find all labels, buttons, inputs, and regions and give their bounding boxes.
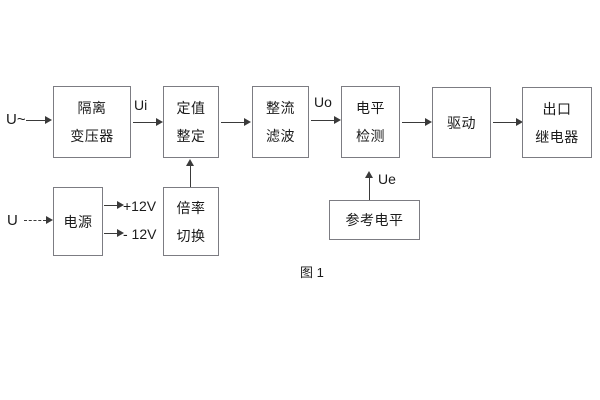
block-output-relay-line-1: 出口 xyxy=(542,100,572,117)
block-multiplier-switch-line-1: 倍率 xyxy=(176,199,206,216)
uo-signal-label: Uo xyxy=(314,94,332,110)
block-rectify-filter-line-1: 整流 xyxy=(266,100,295,116)
ui-signal-label: Ui xyxy=(134,97,148,113)
arrow-rectify-filter-to-level-detection xyxy=(311,116,341,125)
positive-rail-label: +12V xyxy=(123,198,157,214)
dc-input-label: U xyxy=(7,212,18,229)
block-level-detection-line-2: 检测 xyxy=(356,128,385,144)
arrow-setting-value-to-rectify-filter xyxy=(221,118,251,127)
block-multiplier-switch-line-2: 切换 xyxy=(176,227,206,244)
block-setting-value-line-1: 定值 xyxy=(176,100,206,116)
block-reference-level-line-1: 参考电平 xyxy=(345,212,404,228)
negative-rail-label: - 12V xyxy=(123,226,157,242)
block-drive: 驱动 xyxy=(432,87,491,158)
block-setting-value: 定值 整定 xyxy=(163,86,219,158)
arrow-isolation-transformer-to-setting-value xyxy=(133,118,163,127)
arrow-dc-input-to-power-supply xyxy=(24,216,53,225)
block-multiplier-switch: 倍率 切换 xyxy=(163,187,219,256)
block-rectify-filter-line-2: 滤波 xyxy=(266,128,295,144)
block-output-relay: 出口 继电器 xyxy=(522,87,592,158)
arrow-level-detection-to-drive xyxy=(402,118,432,127)
figure-caption: 图 1 xyxy=(300,265,324,280)
block-level-detection: 电平 检测 xyxy=(341,86,400,158)
block-level-detection-line-1: 电平 xyxy=(356,100,385,116)
block-power-supply: 电源 xyxy=(53,187,103,256)
block-power-supply-line-1: 电源 xyxy=(63,213,93,230)
ue-signal-label: Ue xyxy=(378,171,396,187)
block-output-relay-line-2: 继电器 xyxy=(535,128,579,145)
block-reference-level: 参考电平 xyxy=(329,200,420,240)
block-isolation-transformer-line-2: 变压器 xyxy=(70,128,114,144)
block-drive-line-1: 驱动 xyxy=(447,114,476,131)
block-isolation-transformer: 隔离 变压器 xyxy=(53,86,131,158)
arrow-reference-level-to-level-detection xyxy=(365,171,374,200)
block-rectify-filter: 整流 滤波 xyxy=(252,86,309,158)
arrow-power-supply-to-negative-rail xyxy=(104,229,124,238)
arrow-drive-to-output-relay xyxy=(493,118,523,127)
block-isolation-transformer-line-1: 隔离 xyxy=(77,100,107,116)
arrow-power-supply-to-positive-rail xyxy=(104,201,124,210)
arrow-multiplier-switch-to-setting-value xyxy=(186,159,195,187)
ac-input-label: U~ xyxy=(6,111,26,128)
arrow-ac-input-to-isolation-transformer xyxy=(26,116,52,125)
block-setting-value-line-2: 整定 xyxy=(176,128,206,144)
